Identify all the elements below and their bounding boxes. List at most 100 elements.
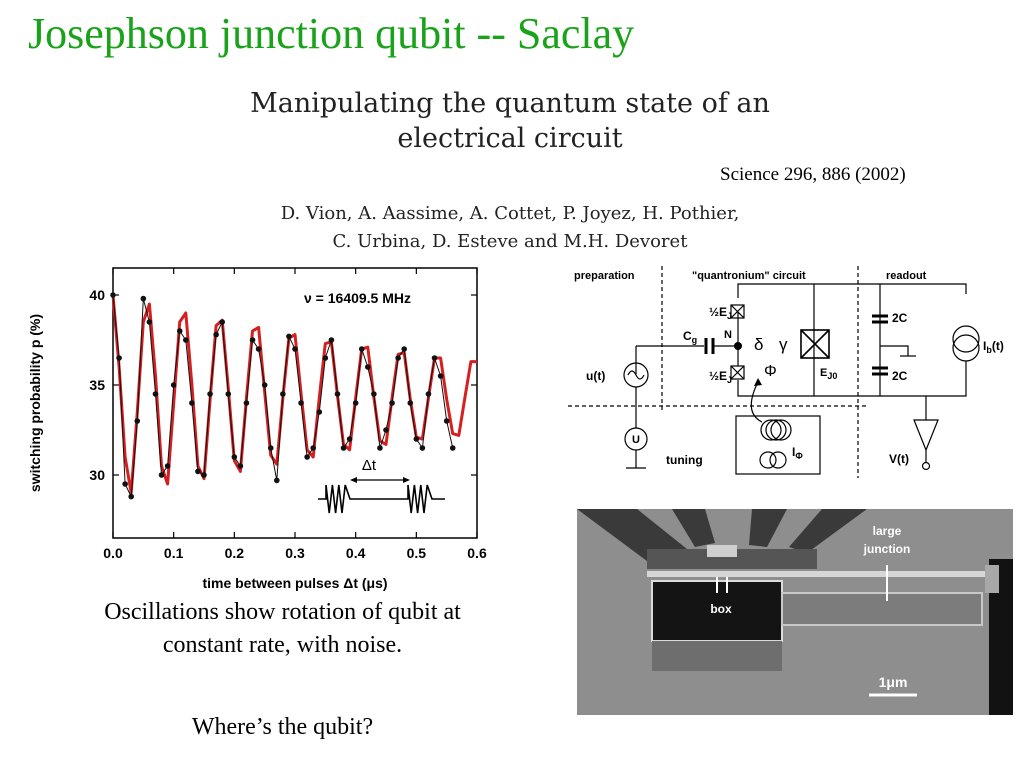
current-source-ib bbox=[952, 325, 980, 353]
data-point bbox=[189, 400, 195, 406]
x-tick-label: 0.5 bbox=[407, 545, 427, 561]
data-point bbox=[134, 418, 141, 424]
data-point bbox=[371, 391, 377, 397]
x-tick-label: 0.6 bbox=[467, 545, 487, 561]
data-point bbox=[122, 481, 128, 487]
y-axis-label: switching probability p (%) bbox=[27, 314, 43, 492]
ground-icon bbox=[880, 345, 909, 356]
data-point bbox=[304, 454, 310, 460]
circuit-wire-bottom bbox=[737, 380, 967, 397]
data-point bbox=[170, 382, 177, 388]
data-point bbox=[267, 445, 274, 451]
output-node bbox=[921, 461, 931, 471]
data-point bbox=[377, 445, 383, 451]
island-line bbox=[647, 571, 987, 577]
label-ej-top: ½EJ bbox=[709, 305, 732, 321]
y-tick-label: 40 bbox=[89, 287, 105, 303]
label-cg: Cg bbox=[683, 329, 697, 345]
box-bottom bbox=[652, 641, 782, 671]
label-delta: δ bbox=[754, 335, 763, 354]
data-point bbox=[389, 400, 395, 406]
y-tick-label: 35 bbox=[89, 377, 105, 393]
paper-title-line-1: Manipulating the quantum state of an bbox=[250, 88, 770, 119]
data-point bbox=[286, 333, 292, 340]
data-point bbox=[407, 400, 414, 406]
inset-arrow-head-right bbox=[403, 477, 410, 483]
data-point bbox=[437, 373, 444, 379]
data-point bbox=[431, 355, 438, 361]
data-point bbox=[274, 477, 280, 484]
author-list: D. Vion, A. Aassime, A. Cottet, P. Joyez… bbox=[150, 200, 870, 256]
data-point bbox=[298, 400, 304, 406]
tuning-box bbox=[735, 415, 821, 475]
circuit-wire-top bbox=[737, 283, 967, 298]
electrode-lead bbox=[577, 509, 687, 561]
x-tick-label: 0.3 bbox=[285, 545, 305, 561]
inset-delta-t-label: Δt bbox=[362, 457, 377, 474]
label-2c-bottom: 2C bbox=[892, 369, 908, 383]
label-phi: Φ bbox=[764, 363, 777, 380]
data-point bbox=[443, 418, 450, 424]
data-point bbox=[213, 331, 219, 338]
label-ej-bottom: ½EJ bbox=[709, 369, 732, 385]
data-point bbox=[195, 468, 201, 475]
data-point bbox=[140, 295, 147, 302]
large-junction bbox=[800, 329, 830, 359]
data-point bbox=[280, 391, 286, 397]
label-n: N bbox=[724, 329, 732, 341]
x-tick-label: 0.2 bbox=[225, 545, 245, 561]
large-junction-label: junction bbox=[863, 542, 911, 556]
data-point bbox=[395, 355, 401, 361]
data-point bbox=[365, 364, 371, 370]
scale-bar-label: 1μm bbox=[879, 674, 908, 690]
flux-coil bbox=[765, 419, 787, 441]
data-point bbox=[249, 337, 256, 343]
flux-arrow-head bbox=[754, 378, 762, 386]
author-line-2: C. Urbina, D. Esteve and M.H. Devoret bbox=[332, 230, 688, 252]
x-axis-label: time between pulses Δt (μs) bbox=[202, 575, 387, 591]
electrode-lead bbox=[672, 509, 715, 547]
data-point bbox=[292, 346, 298, 352]
quantronium-circuit-diagram: preparation "quantronium" circuit readou… bbox=[568, 266, 1004, 478]
electrode-lead bbox=[789, 509, 867, 553]
label-gamma: γ bbox=[779, 335, 788, 354]
data-point bbox=[243, 400, 250, 406]
flux-coil bbox=[760, 419, 782, 441]
electrode-lead bbox=[749, 509, 787, 547]
caption: Oscillations show rotation of qubit at c… bbox=[10, 596, 555, 661]
large-junction-wire bbox=[781, 592, 983, 626]
paper-title: Manipulating the quantum state of an ele… bbox=[150, 86, 870, 156]
data-point bbox=[261, 382, 268, 388]
frequency-annotation: ν = 16409.5 MHz bbox=[304, 290, 411, 306]
pulse-inset: Δt bbox=[318, 457, 445, 514]
data-point bbox=[413, 436, 420, 442]
junction-cross bbox=[800, 329, 830, 359]
data-point bbox=[310, 445, 317, 451]
data-point bbox=[328, 337, 335, 343]
question-text: Where’s the qubit? bbox=[191, 714, 374, 740]
sine-icon bbox=[627, 370, 645, 380]
label-readout: readout bbox=[886, 270, 927, 282]
label-iphi: IΦ bbox=[792, 445, 803, 461]
small-junction-top bbox=[730, 304, 745, 319]
junction-cross bbox=[730, 304, 745, 319]
label-2c-top: 2C bbox=[892, 311, 908, 325]
data-point bbox=[146, 319, 153, 325]
citation: Science 296, 886 (2002) bbox=[720, 164, 906, 185]
inset-arrow-head-left bbox=[350, 477, 357, 483]
data-point bbox=[322, 355, 329, 361]
data-point bbox=[346, 436, 353, 442]
data-point bbox=[449, 445, 456, 451]
data-point bbox=[352, 400, 359, 406]
data-point bbox=[164, 463, 171, 469]
node-n bbox=[734, 342, 742, 350]
label-ej0: EJ0 bbox=[820, 367, 837, 381]
amplifier-icon bbox=[913, 419, 939, 452]
current-source-iphi bbox=[759, 451, 777, 469]
data-point bbox=[110, 292, 116, 298]
data-point bbox=[128, 493, 134, 500]
data-series bbox=[110, 292, 456, 500]
data-point bbox=[201, 472, 207, 478]
